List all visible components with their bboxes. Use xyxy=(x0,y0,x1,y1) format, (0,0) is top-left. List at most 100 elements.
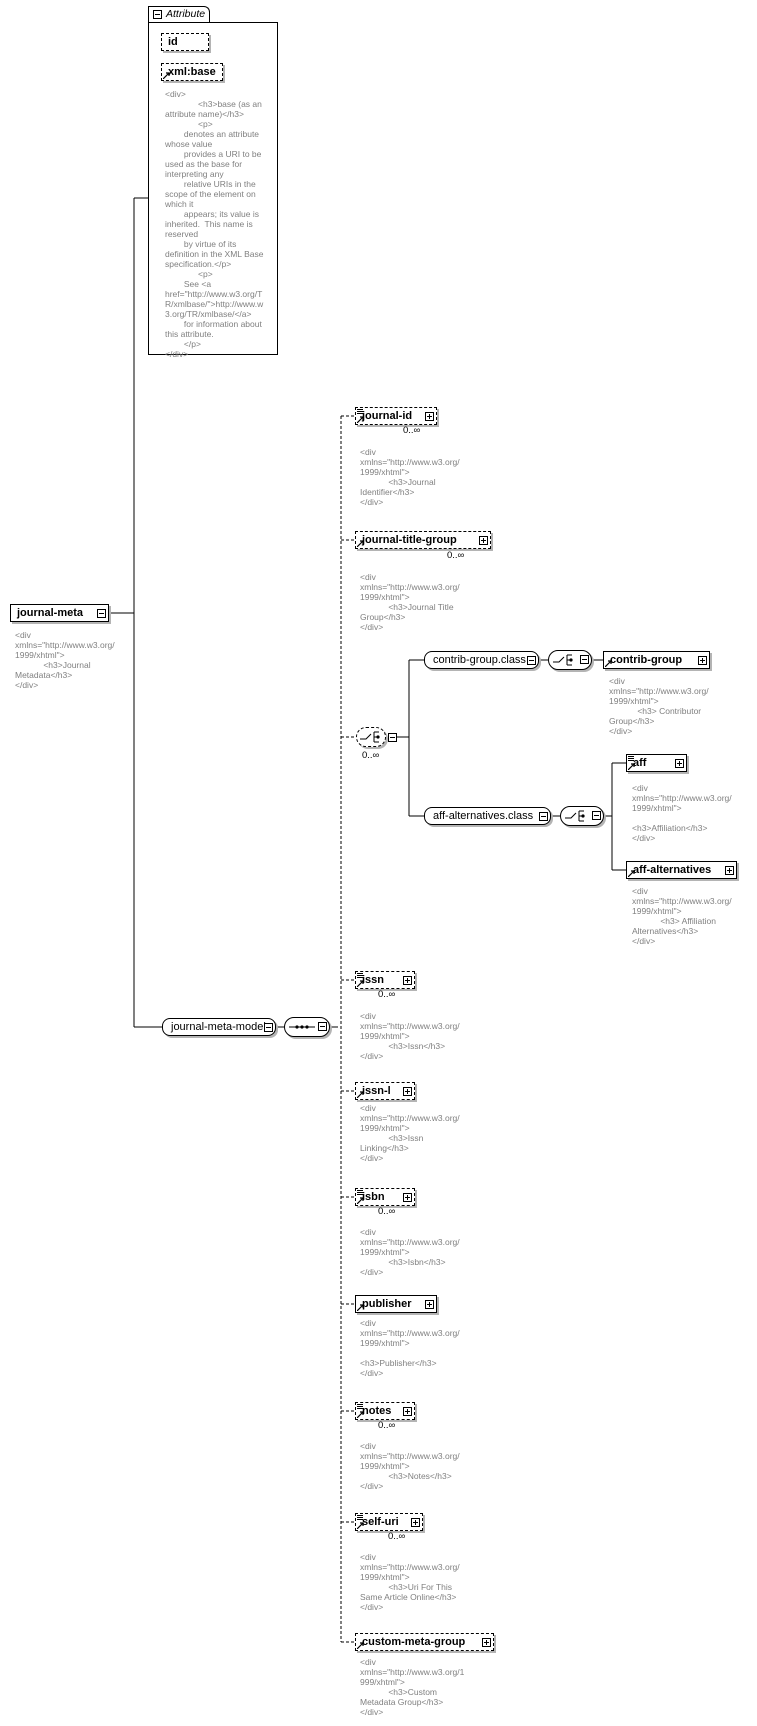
reference-arrow-icon xyxy=(357,1197,364,1204)
reference-arrow-icon xyxy=(163,72,170,79)
plus-box-icon[interactable] xyxy=(403,1193,412,1202)
plus-box-icon[interactable] xyxy=(425,412,434,421)
reference-arrow-icon xyxy=(357,1091,364,1098)
plus-box-icon[interactable] xyxy=(403,976,412,985)
element-contrib-group-label: contrib-group xyxy=(610,654,683,666)
attribute-xml-base-label: xml:base xyxy=(168,66,216,78)
plus-box-icon[interactable] xyxy=(425,1300,434,1309)
minus-box-icon[interactable] xyxy=(527,656,536,665)
element-journal-meta-label: journal-meta xyxy=(17,607,84,619)
repeat-lines-icon xyxy=(357,973,363,978)
element-isbn-multiplicity: 0..∞ xyxy=(378,1206,396,1217)
element-notes-label: notes xyxy=(362,1405,392,1417)
plus-box-icon[interactable] xyxy=(403,1087,412,1096)
element-contrib-group-doc: <div xmlns="http://www.w3.org/ 1999/xhtm… xyxy=(609,676,709,736)
choice-compositor-icon[interactable] xyxy=(560,806,604,826)
reference-arrow-icon xyxy=(357,540,364,547)
repeat-lines-icon xyxy=(357,1404,363,1409)
attribute-xml-base[interactable]: xml:base xyxy=(161,63,223,81)
reference-arrow-icon xyxy=(357,1411,364,1418)
group-contrib-group-class-label: contrib-group.class xyxy=(433,654,526,666)
sequence-compositor-icon[interactable] xyxy=(284,1017,330,1037)
element-issn-l-label: issn-l xyxy=(362,1085,391,1097)
minus-box-icon[interactable] xyxy=(388,733,397,742)
choice-compositor-icon[interactable] xyxy=(548,650,592,670)
element-journal-title-group[interactable]: journal-title-group xyxy=(355,531,491,549)
group-journal-meta-model-label: journal-meta-model xyxy=(171,1021,266,1033)
group-aff-alternatives-class[interactable]: aff-alternatives.class xyxy=(424,807,551,825)
minus-box-icon[interactable] xyxy=(153,10,162,19)
attribute-doc: <div> <h3>base (as an attribute name)</h… xyxy=(165,89,264,359)
element-journal-id-doc: <div xmlns="http://www.w3.org/ 1999/xhtm… xyxy=(360,447,460,507)
element-journal-id[interactable]: journal-id xyxy=(355,407,437,425)
group-contrib-group-class[interactable]: contrib-group.class xyxy=(424,651,539,669)
element-aff-alternatives-doc: <div xmlns="http://www.w3.org/ 1999/xhtm… xyxy=(632,886,732,946)
reference-arrow-icon xyxy=(628,763,635,770)
reference-arrow-icon xyxy=(357,416,364,423)
element-issn-multiplicity: 0..∞ xyxy=(378,989,396,1000)
element-custom-meta-group-label: custom-meta-group xyxy=(362,1636,466,1648)
element-notes[interactable]: notes xyxy=(355,1402,415,1420)
reference-arrow-icon xyxy=(357,1522,364,1529)
plus-box-icon[interactable] xyxy=(698,656,707,665)
element-aff-label: aff xyxy=(633,757,647,769)
repeat-lines-icon xyxy=(357,1190,363,1195)
element-notes-doc: <div xmlns="http://www.w3.org/ 1999/xhtm… xyxy=(360,1441,460,1491)
element-self-uri-multiplicity: 0..∞ xyxy=(388,1531,406,1542)
group-aff-alternatives-class-label: aff-alternatives.class xyxy=(433,810,534,822)
element-notes-multiplicity: 0..∞ xyxy=(378,1420,396,1431)
plus-box-icon[interactable] xyxy=(411,1518,420,1527)
reference-arrow-icon xyxy=(357,1642,364,1649)
element-isbn[interactable]: isbn xyxy=(355,1188,415,1206)
element-isbn-doc: <div xmlns="http://www.w3.org/ 1999/xhtm… xyxy=(360,1227,460,1277)
element-journal-title-group-multiplicity: 0..∞ xyxy=(447,550,465,561)
group-journal-meta-model[interactable]: journal-meta-model xyxy=(162,1018,276,1036)
reference-arrow-icon xyxy=(628,870,635,877)
minus-box-icon[interactable] xyxy=(264,1023,273,1032)
element-contrib-group[interactable]: contrib-group xyxy=(603,651,710,669)
attribute-group-header: Attribute xyxy=(148,6,210,22)
element-self-uri-label: self-uri xyxy=(362,1516,399,1528)
choice-compositor-icon[interactable] xyxy=(356,727,386,747)
element-custom-meta-group[interactable]: custom-meta-group xyxy=(355,1633,494,1651)
journal-meta-doc: <div xmlns="http://www.w3.org/ 1999/xhtm… xyxy=(15,630,115,690)
element-issn[interactable]: issn xyxy=(355,971,415,989)
element-journal-meta[interactable]: journal-meta xyxy=(10,604,109,622)
element-journal-title-group-doc: <div xmlns="http://www.w3.org/ 1999/xhtm… xyxy=(360,572,460,632)
element-journal-title-group-label: journal-title-group xyxy=(362,534,457,546)
plus-box-icon[interactable] xyxy=(403,1407,412,1416)
minus-box-icon[interactable] xyxy=(97,609,106,618)
element-self-uri[interactable]: self-uri xyxy=(355,1513,423,1531)
element-issn-l[interactable]: issn-l xyxy=(355,1082,415,1100)
element-self-uri-doc: <div xmlns="http://www.w3.org/ 1999/xhtm… xyxy=(360,1552,460,1612)
repeat-lines-icon xyxy=(357,1515,363,1520)
element-publisher[interactable]: publisher xyxy=(355,1295,437,1313)
minus-box-icon[interactable] xyxy=(318,1022,327,1031)
minus-box-icon[interactable] xyxy=(592,811,601,820)
element-publisher-label: publisher xyxy=(362,1298,412,1310)
reference-arrow-icon xyxy=(357,980,364,987)
attribute-id[interactable]: id xyxy=(161,33,209,51)
element-issn-l-doc: <div xmlns="http://www.w3.org/ 1999/xhtm… xyxy=(360,1103,460,1163)
plus-box-icon[interactable] xyxy=(479,536,488,545)
repeat-lines-icon xyxy=(628,756,634,761)
minus-box-icon[interactable] xyxy=(539,812,548,821)
element-aff[interactable]: aff xyxy=(626,754,687,772)
plus-box-icon[interactable] xyxy=(675,759,684,768)
plus-box-icon[interactable] xyxy=(725,866,734,875)
attribute-group-title: Attribute xyxy=(166,8,206,20)
element-aff-alternatives[interactable]: aff-alternatives xyxy=(626,861,737,879)
element-custom-meta-group-doc: <div xmlns="http://www.w3.org/1 999/xhtm… xyxy=(360,1657,465,1717)
element-isbn-label: isbn xyxy=(362,1191,385,1203)
element-journal-id-multiplicity: 0..∞ xyxy=(403,425,421,436)
element-issn-doc: <div xmlns="http://www.w3.org/ 1999/xhtm… xyxy=(360,1011,460,1061)
element-publisher-doc: <div xmlns="http://www.w3.org/ 1999/xhtm… xyxy=(360,1318,460,1378)
minus-box-icon[interactable] xyxy=(580,655,589,664)
repeat-lines-icon xyxy=(357,409,363,414)
reference-arrow-icon xyxy=(605,660,612,667)
element-journal-id-label: journal-id xyxy=(362,410,413,422)
plus-box-icon[interactable] xyxy=(482,1638,491,1647)
attribute-group: id xml:base <div> <h3>base (as an attrib… xyxy=(148,22,278,359)
